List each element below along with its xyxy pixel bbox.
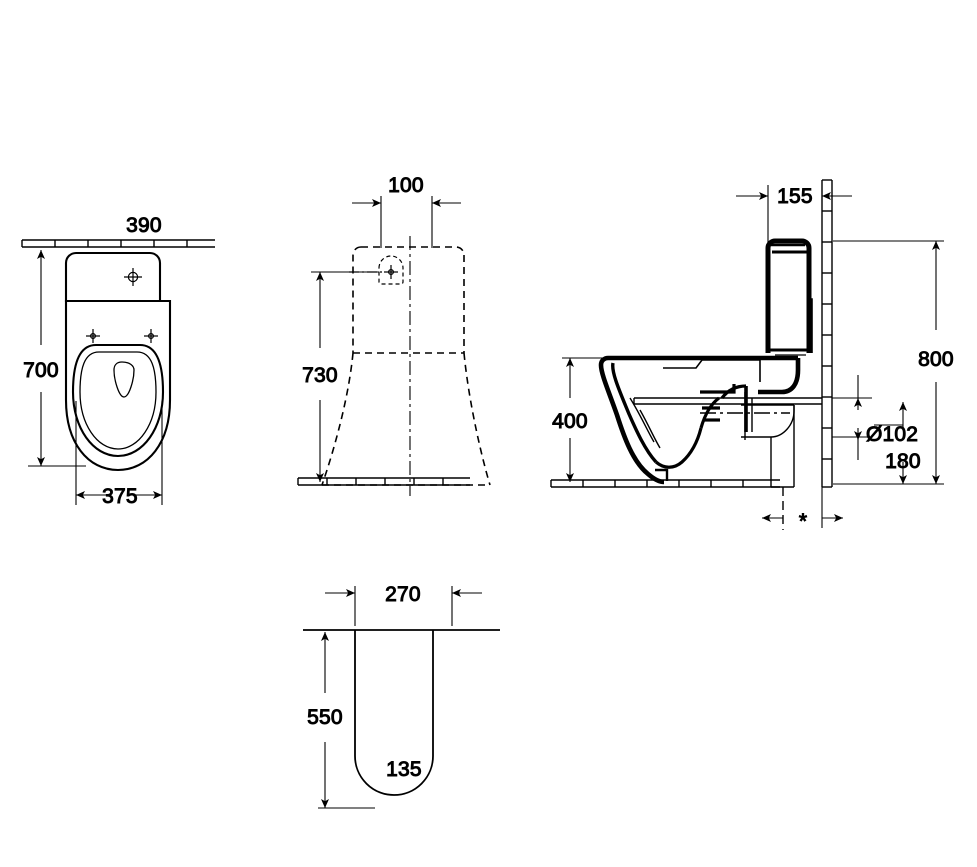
dim-800-text: 800 [918,348,954,371]
view-section: 155 800 400 Ø102 [550,179,954,534]
dim-100 [352,196,461,248]
outlet-pipe [633,392,822,530]
foot-outline [354,630,434,796]
dim-155-text: 155 [777,185,813,208]
dim-d102 [832,375,872,460]
dim-375-text: 375 [102,485,138,508]
dim-550-text: 550 [307,706,343,729]
hidden-outline-body [352,246,362,353]
water-spot-plan [113,361,135,398]
dim-270 [325,586,482,626]
seat-ring-outer [71,343,165,458]
dim-180-text: 180 [885,450,921,473]
dim-155 [736,185,852,243]
dim-180 [874,402,907,484]
dim-270-text: 270 [385,583,421,606]
dim-d102-text: Ø102 [866,423,918,446]
dim-390-text: 390 [126,214,162,237]
cistern-inlet-mark [124,268,142,286]
floor-hatch-view2 [297,477,470,486]
dim-100-text: 100 [388,174,424,197]
fixing-detail-view2 [349,255,404,285]
dim-135-text: 135 [386,758,422,781]
dim-730-text: 730 [302,364,338,387]
view-bottom: 270 550 135 [303,583,500,809]
view-front-elevation: 390 700 375 [21,214,215,509]
wall-hatch-view3 [821,179,833,488]
dim-400 [562,357,608,482]
pedestal-hidden-left [321,352,354,486]
fixing-hole-right [144,329,158,343]
bowl-outline-plan [64,299,172,472]
wall-hatch-top [21,239,215,248]
dim-asterisk-text: * [799,510,807,533]
dim-700-text: 700 [23,359,59,382]
dim-800 [833,240,944,485]
dim-550 [318,632,375,809]
bowl-section [598,355,801,485]
seat-ring-inner [79,351,157,450]
floor-hatch-view3 [550,479,780,488]
cistern-outline-plan [64,251,162,303]
fixing-hole-left [86,329,100,343]
dim-730 [311,271,379,482]
view-side-hidden: 100 730 [297,174,491,496]
dim-375 [75,401,163,505]
dim-asterisk [762,487,843,528]
cistern-hidden-outline [361,246,465,256]
cistern-section [765,238,813,356]
dim-400-text: 400 [552,410,588,433]
pedestal-hidden-right [463,352,491,486]
